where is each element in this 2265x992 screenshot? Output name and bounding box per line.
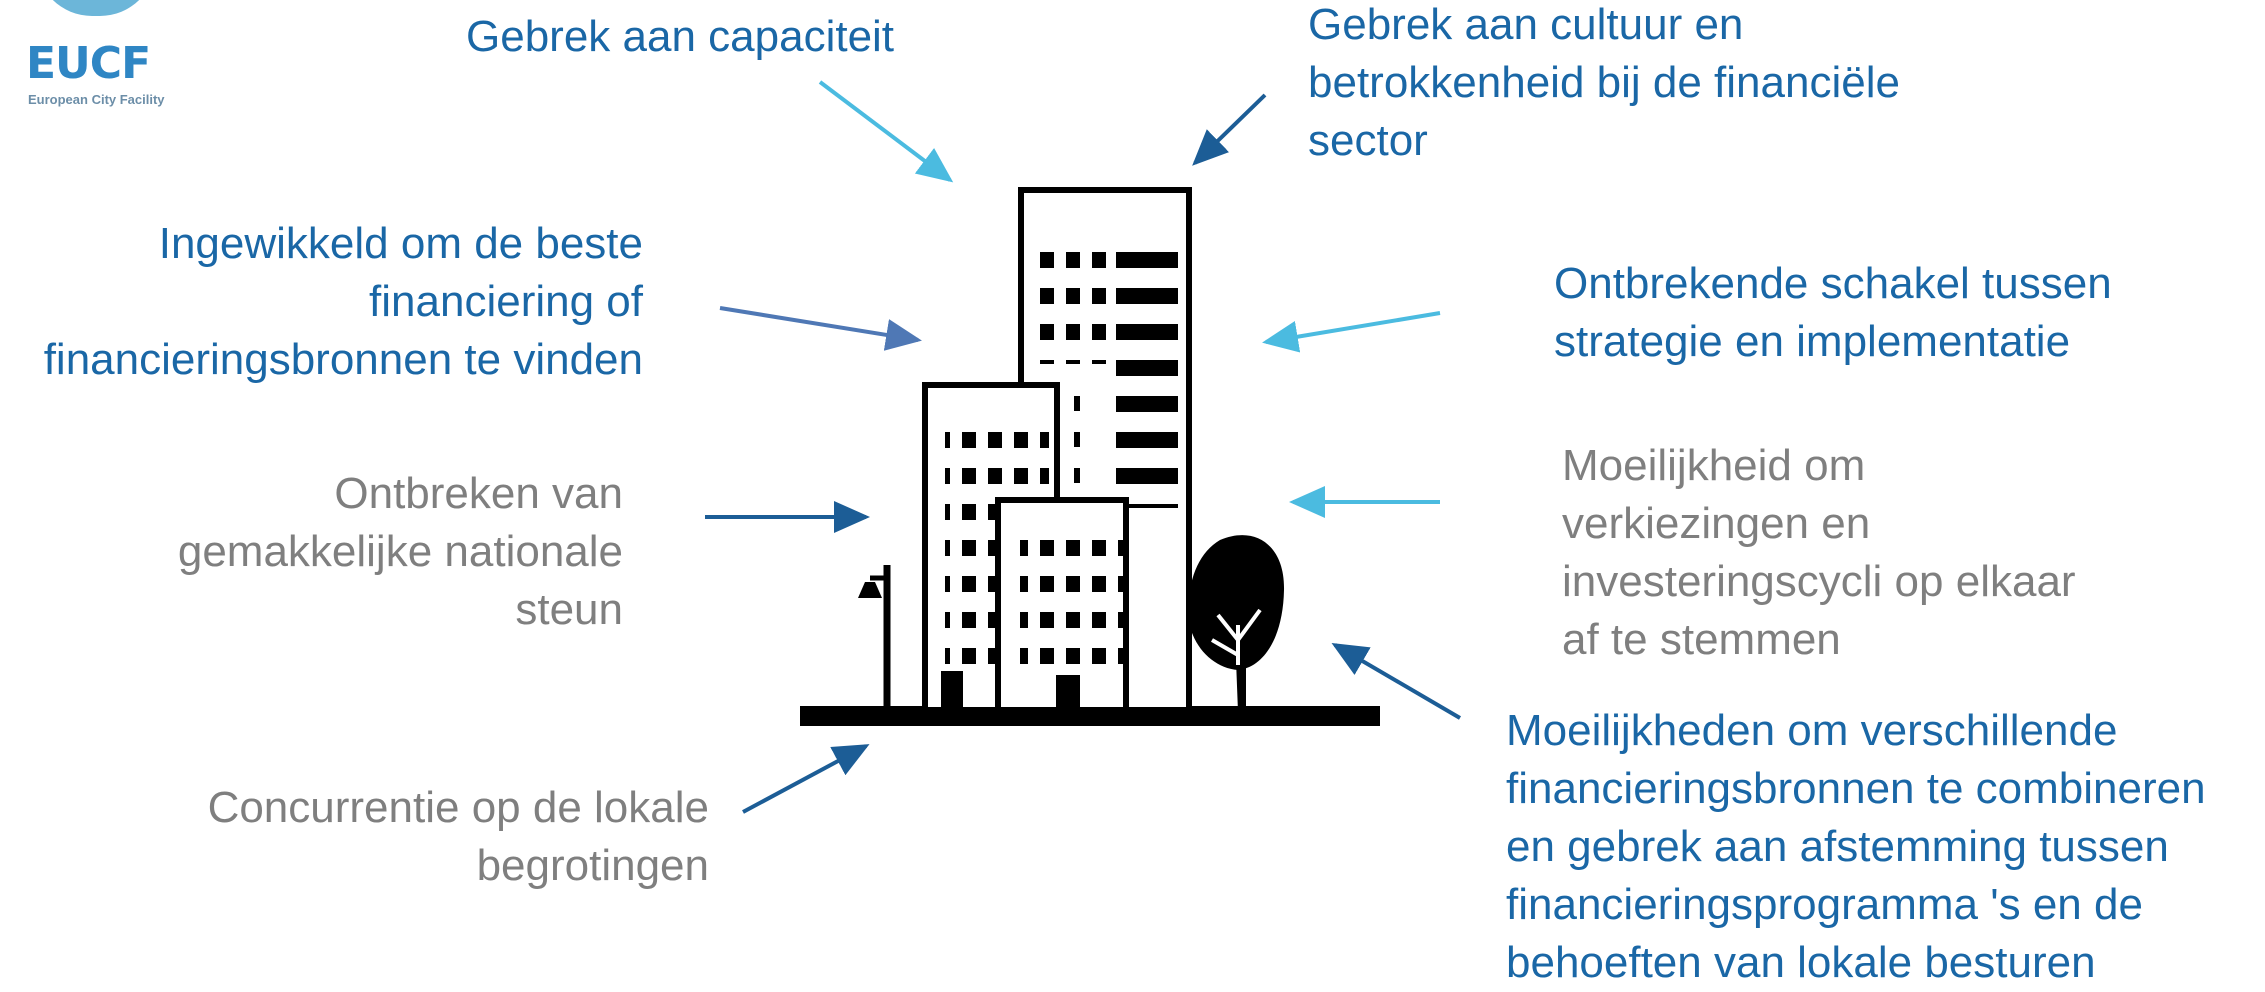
- arrow-missing-link: [1262, 311, 1441, 353]
- label-missing-link: Ontbrekende schakel tussen strategie en …: [1554, 259, 2112, 366]
- logo-text: EUCF: [26, 38, 151, 89]
- arrow-competition: [742, 744, 870, 814]
- tower-windows-left: [1033, 248, 1111, 364]
- middle-building-door: [941, 671, 963, 710]
- tower-windows-center: [1074, 392, 1090, 488]
- arrow-culture: [1192, 93, 1267, 166]
- label-competition: Concurrentie op de lokale begrotingen: [207, 783, 709, 890]
- arrow-combining: [1331, 642, 1462, 720]
- eucf-logo: [18, 0, 218, 82]
- label-capacity: Gebrek aan capaciteit: [466, 12, 895, 61]
- arrow-capacity: [818, 80, 954, 183]
- label-elections: Moeilijkheid om verkiezingen en invester…: [1562, 441, 2076, 664]
- street-lamp-head: [858, 582, 882, 598]
- label-national-support: Ontbreken van gemakkelijke nationale ste…: [177, 469, 623, 634]
- tower-windows-right: [1116, 248, 1178, 508]
- label-culture: Gebrek aan cultuur en betrokkenheid bij …: [1308, 0, 1900, 165]
- label-complex: Ingewikkeld om de beste financiering of …: [43, 219, 643, 384]
- label-combining: Moeilijkheden om verschillende financier…: [1506, 706, 2206, 987]
- front-building-windows: [1020, 535, 1124, 665]
- front-building-door: [1056, 675, 1080, 710]
- logo-subtitle: European City Facility: [28, 92, 165, 107]
- arrow-complex: [719, 306, 922, 351]
- tree-crown: [1187, 535, 1285, 670]
